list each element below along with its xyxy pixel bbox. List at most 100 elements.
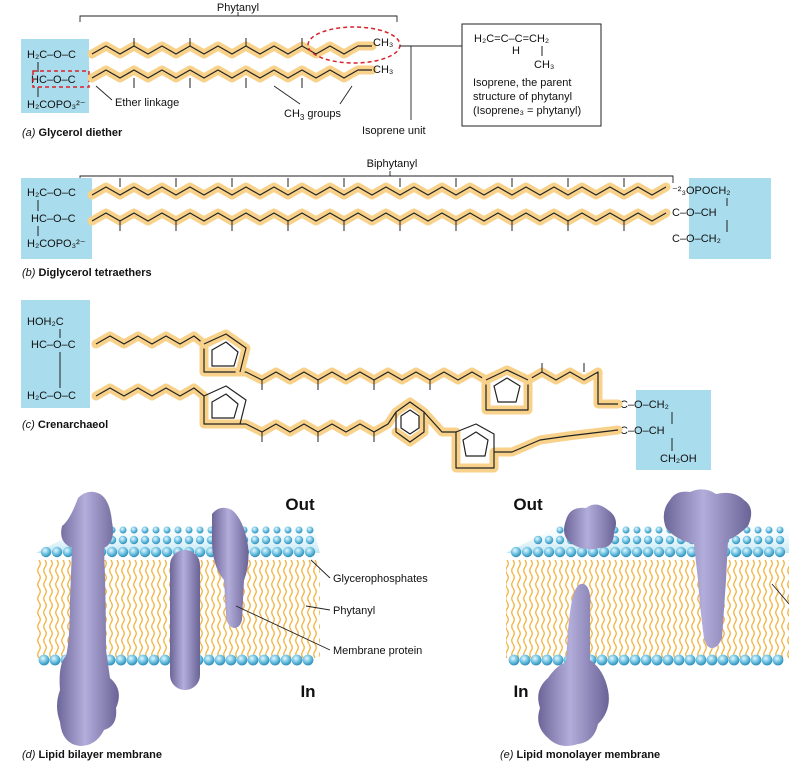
headgroup-bead (664, 546, 676, 558)
headgroup-bead (555, 535, 565, 545)
label-membrane-protein: Membrane protein (333, 645, 422, 657)
b-right-row-3: C–O–CH₂ (672, 233, 721, 245)
headgroup-bead (730, 546, 742, 558)
headgroup-bead (763, 546, 775, 558)
caption-e: (e) Lipid monolayer membrane (500, 749, 660, 761)
headgroup-bead (260, 546, 272, 558)
label-glycerophosphates: Glycerophosphates (333, 573, 428, 585)
ch3-bottom: CH₃ (373, 64, 393, 76)
headgroup-bead (250, 535, 260, 545)
headgroup-bead (137, 654, 149, 666)
panel-c: HOH₂C HC–O–C H₂C–O–C C–O–CH₂ C–O–CH CH₂O… (21, 300, 711, 473)
headgroup-bead (194, 546, 206, 558)
panel-a: H₂C–O–C HC–O–C H₂COPO₃²⁻ CH₃ CH₃ Phytany… (21, 2, 602, 139)
headgroup-bead (51, 546, 63, 558)
biphytanyl-label: Biphytanyl (367, 158, 418, 170)
c-right-head-box (636, 390, 711, 470)
headgroup-bead (236, 654, 248, 666)
headgroup-bead (129, 535, 139, 545)
crenarchaeol-methyl-ticks (261, 363, 585, 442)
headgroup-bead (530, 654, 542, 666)
headgroup-bead (106, 546, 118, 558)
headgroup-bead (607, 654, 619, 666)
headgroup-bead (620, 546, 632, 558)
headgroup-bead (651, 654, 663, 666)
headgroup-bead (152, 526, 160, 534)
headgroup-bead (214, 654, 226, 666)
label-phytanyl: Phytanyl (333, 605, 375, 617)
headgroup-bead (174, 526, 182, 534)
e-out-label: Out (513, 495, 543, 514)
headgroup-bead (203, 654, 215, 666)
headgroup-bead (665, 535, 675, 545)
isoprene-ch3: CH₃ (534, 59, 554, 71)
headgroup-bead (508, 654, 520, 666)
headgroup-bead (631, 546, 643, 558)
isoprene-line-3: (Isoprene₃ = phytanyl) (473, 105, 581, 117)
c-left-row-3: H₂C–O–C (27, 390, 76, 402)
biphytanyl-chains (87, 178, 671, 231)
headgroup-bead (754, 526, 762, 534)
b-right-row-1: ⁻²₃OPOCH₂ (672, 185, 731, 197)
headgroup-bead (556, 526, 564, 534)
headgroup-bead (519, 654, 531, 666)
headgroup-bead (686, 546, 698, 558)
headgroup-bead (126, 654, 138, 666)
headgroup-bead (283, 535, 293, 545)
headgroup-bead (576, 546, 588, 558)
headgroup-bead (282, 546, 294, 558)
c-left-row-1: HOH₂C (27, 316, 64, 328)
headgroup-bead (162, 535, 172, 545)
headgroup-bead (159, 654, 171, 666)
headgroup-bead (741, 546, 753, 558)
headgroup-bead (706, 654, 718, 666)
headgroup-bead (776, 526, 784, 534)
headgroup-bead (247, 654, 259, 666)
headgroup-bead (148, 654, 160, 666)
caption-d: (d) Lipid bilayer membrane (22, 749, 162, 761)
headgroup-bead (196, 526, 204, 534)
headgroup-bead (739, 654, 751, 666)
headgroup-bead (695, 654, 707, 666)
headgroup-bead (552, 654, 564, 666)
caption-c: (c) Crenarchaeol (22, 419, 108, 431)
c-right-row-3: CH₂OH (660, 453, 697, 465)
isoprene-line-1: Isoprene, the parent (473, 77, 571, 89)
c-right-row-2: C–O–CH (620, 425, 665, 437)
headgroup-bead (304, 546, 316, 558)
c-right-row-1: C–O–CH₂ (620, 399, 669, 411)
headgroup-bead (119, 526, 127, 534)
headgroup-bead (642, 546, 654, 558)
headgroup-bead (62, 546, 74, 558)
monolayer-tail-region (506, 560, 789, 658)
headgroup-bead (643, 535, 653, 545)
caption-a: (a) Glycerol diether (22, 127, 123, 139)
headgroup-bead (262, 526, 270, 534)
headgroup-bead (554, 546, 566, 558)
d-protein-left (57, 491, 119, 746)
d-protein-right (212, 507, 249, 628)
isoprene-line-2: structure of phytanyl (473, 91, 572, 103)
glycerol-head-box (21, 39, 89, 113)
headgroup-bead (295, 526, 303, 534)
headgroup-bead (543, 546, 555, 558)
headgroup-bead (653, 546, 665, 558)
b-left-row-3: H₂COPO₃²⁻ (27, 238, 86, 250)
headgroup-bead (622, 526, 630, 534)
headgroup-bead (750, 654, 762, 666)
headgroup-bead (306, 526, 314, 534)
b-right-row-2: C–O–CH (672, 207, 717, 219)
headgroup-bead (305, 535, 315, 545)
headgroup-bead (195, 535, 205, 545)
b-left-row-2: HC–O–C (31, 213, 76, 225)
headgroup-bead (269, 654, 281, 666)
headgroup-bead (40, 546, 52, 558)
headgroup-bead (629, 654, 641, 666)
headgroup-bead (251, 526, 259, 534)
headgroup-bead (662, 654, 674, 666)
headgroup-bead (596, 654, 608, 666)
headgroup-bead (775, 535, 785, 545)
ether-linkage-label: Ether linkage (115, 97, 179, 109)
head-row-2: HC–O–C (31, 74, 76, 86)
